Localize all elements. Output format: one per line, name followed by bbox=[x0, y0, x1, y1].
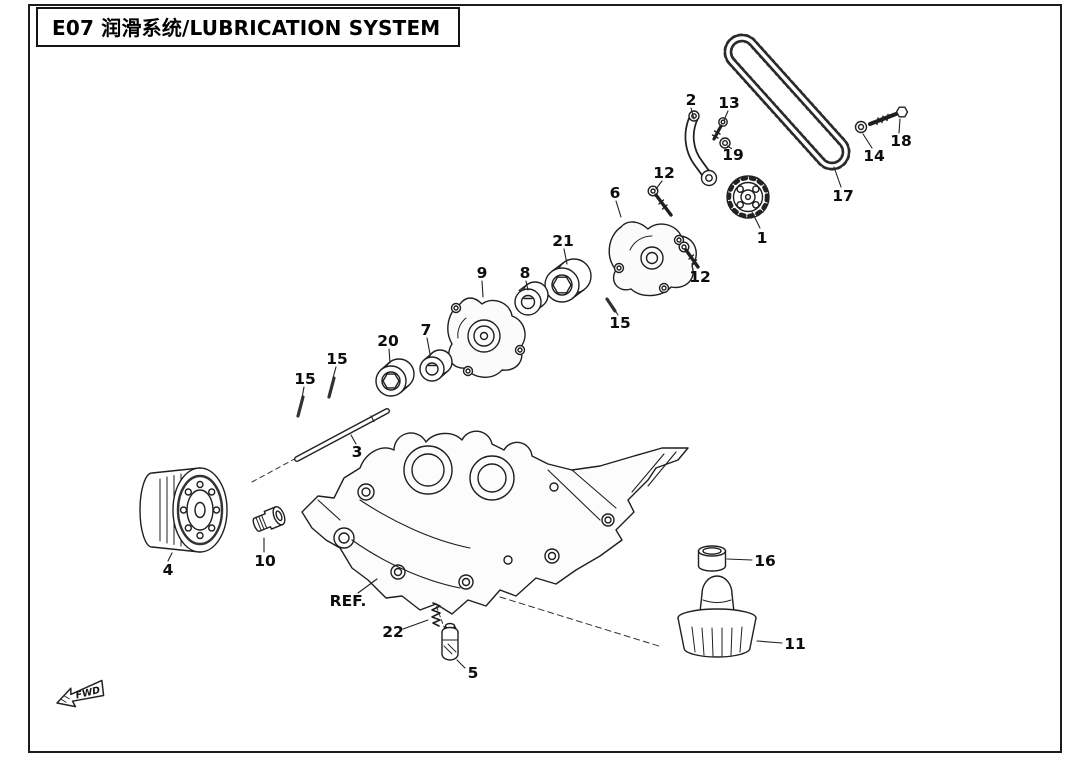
oil-filter bbox=[139, 467, 228, 553]
relief-valve-spring bbox=[431, 602, 441, 627]
pump-shaft bbox=[294, 408, 390, 462]
filter-union-fitting bbox=[252, 506, 286, 532]
outer-rotor-21 bbox=[544, 258, 592, 303]
washer-14 bbox=[854, 120, 868, 134]
dowel-pin-15-c bbox=[296, 395, 305, 418]
oil-strainer bbox=[677, 575, 757, 658]
oil-pump-body bbox=[447, 297, 526, 378]
fwd-arrow: FWD bbox=[56, 679, 105, 708]
oil-pump-cover bbox=[608, 221, 697, 297]
chain-guide-arm bbox=[684, 110, 718, 187]
pump-sprocket bbox=[726, 175, 770, 219]
page-border bbox=[28, 4, 1062, 753]
crankcase-ref bbox=[301, 430, 689, 615]
outer-rotor-20 bbox=[375, 358, 415, 397]
bolt-12-upper bbox=[647, 185, 673, 217]
leader-lines bbox=[167, 107, 901, 669]
inner-rotor-7 bbox=[419, 349, 453, 382]
diagram-title: E07 润滑系统/LUBRICATION SYSTEM bbox=[36, 7, 461, 47]
strainer-cap bbox=[697, 545, 727, 572]
inner-rotor-8 bbox=[514, 281, 549, 316]
relief-valve-plug bbox=[441, 622, 459, 661]
oil-pump-chain bbox=[723, 33, 851, 171]
bolt-13 bbox=[711, 117, 728, 141]
bolt-18 bbox=[868, 106, 909, 126]
dowel-pin-15-b bbox=[327, 376, 336, 399]
